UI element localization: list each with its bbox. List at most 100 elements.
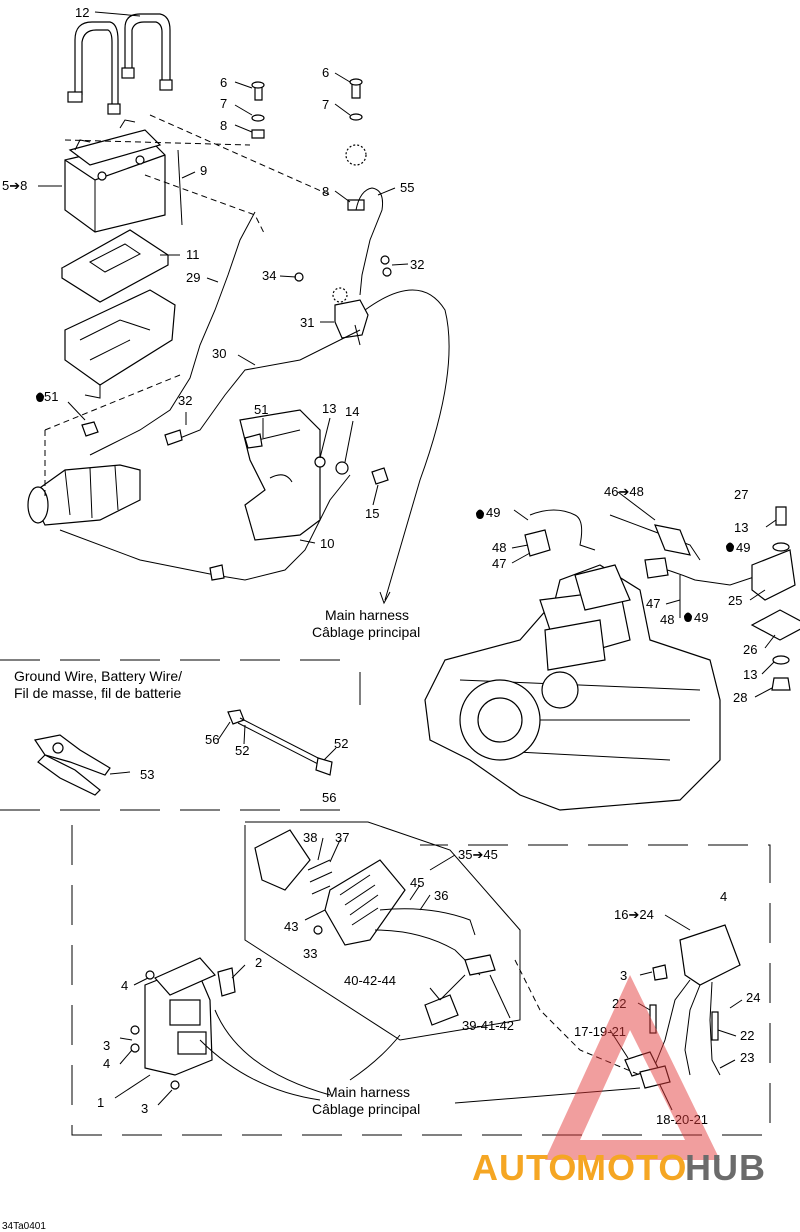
callout-13c: 13	[743, 667, 757, 682]
relay-solenoid	[332, 287, 369, 346]
ecm-module	[130, 957, 216, 1090]
callout-15: 15	[365, 506, 379, 521]
positive-cable	[355, 187, 383, 296]
oil-drop-icon	[476, 509, 484, 519]
callout-37: 37	[335, 830, 349, 845]
callout-49c: 49	[694, 610, 708, 625]
watermark-logo	[545, 975, 720, 1160]
callout-1: 1	[97, 1095, 104, 1110]
main-harness-label-top: Main harness	[325, 607, 409, 623]
callout-52: 52	[235, 743, 249, 758]
callout-23: 23	[740, 1050, 754, 1065]
callout-17-19-21: 17-19-21	[574, 1024, 626, 1039]
callout-27: 27	[734, 487, 748, 502]
callout-13: 13	[322, 401, 336, 416]
callout-10: 10	[320, 536, 334, 551]
starter-motor	[27, 464, 141, 526]
callout-22: 22	[612, 996, 626, 1011]
assembly-lines-2	[44, 374, 181, 500]
callout-7b: 7	[322, 97, 329, 112]
vent-tube	[177, 149, 183, 226]
callout-49b: 49	[736, 540, 750, 555]
callout-45: 45	[410, 875, 424, 890]
callout-3c: 3	[141, 1101, 148, 1116]
engine	[424, 564, 721, 811]
callout-11: 11	[186, 247, 200, 262]
callout-4b: 4	[121, 978, 128, 993]
bracket-2	[217, 967, 236, 997]
harness-run-1	[364, 289, 450, 601]
spark-plug-cables	[524, 509, 761, 586]
callout-32: 32	[410, 257, 424, 272]
callout-34: 34	[262, 268, 276, 283]
ground-bracket	[239, 409, 389, 541]
section-divider-top	[0, 659, 361, 811]
ground-cable-10	[59, 474, 351, 581]
ecm-frame	[71, 821, 771, 1136]
callout-52b: 52	[334, 736, 348, 751]
callout-7: 7	[220, 96, 227, 111]
ground-wire-title-fr: Fil de masse, fil de batterie	[14, 685, 182, 701]
callout-32b: 32	[178, 393, 192, 408]
callout-49: 49	[486, 505, 500, 520]
callout-46-48: 46➔48	[604, 484, 644, 499]
main-harness-label-top-fr: Câblage principal	[312, 624, 420, 640]
callout-6: 6	[220, 75, 227, 90]
callout-48: 48	[492, 540, 506, 555]
callout-14: 14	[345, 404, 359, 419]
harness-arrow-mid	[349, 1034, 401, 1081]
callout-56b: 56	[322, 790, 336, 805]
callout-31: 31	[300, 315, 314, 330]
callout-55: 55	[400, 180, 414, 195]
main-harness-label-bottom-fr: Câblage principal	[312, 1101, 420, 1117]
battery	[64, 119, 166, 233]
callout-40-42-44: 40-42-44	[344, 973, 396, 988]
ground-wire-56	[227, 709, 333, 776]
assembly-lines	[64, 114, 331, 236]
battery-support	[64, 289, 176, 399]
oil-drop-icon	[684, 612, 692, 622]
oil-drop-icon	[36, 392, 44, 402]
watermark-auto: AUTO	[472, 1147, 577, 1188]
callout-4: 4	[720, 889, 727, 904]
callout-4c: 4	[103, 1056, 110, 1071]
figure-reference: 34Ta0401	[2, 1221, 46, 1232]
callout-3b: 3	[103, 1038, 110, 1053]
ignition-coil	[750, 506, 800, 691]
crimping-tool	[34, 734, 111, 796]
callout-3: 3	[620, 968, 627, 983]
callout-leaders	[38, 11, 777, 1111]
wiring-harness-35	[374, 908, 496, 1026]
callout-53: 53	[140, 767, 154, 782]
watermark-hub: HUB	[685, 1147, 766, 1188]
bolt-screw-top-left	[251, 81, 265, 139]
callout-38: 38	[303, 830, 317, 845]
callout-48b: 48	[660, 612, 674, 627]
callout-47b: 47	[646, 596, 660, 611]
callout-51: 51	[44, 389, 58, 404]
callout-35-45: 35➔45	[458, 847, 498, 862]
watermark-moto: MOTO	[576, 1147, 687, 1188]
callout-56: 56	[205, 732, 219, 747]
callout-51b: 51	[254, 402, 268, 417]
callout-29: 29	[186, 270, 200, 285]
callout-18-20-21: 18-20-21	[656, 1112, 708, 1127]
callout-39-41-42: 39-41-42	[462, 1018, 514, 1033]
ground-wire-title-en: Ground Wire, Battery Wire/	[14, 668, 182, 684]
oil-drop-icon	[726, 542, 734, 552]
harness-arrow-left	[199, 1009, 331, 1101]
arrow-head-1	[379, 591, 391, 605]
main-harness-label-bottom: Main harness	[326, 1084, 410, 1100]
fuse-box	[254, 829, 406, 946]
battery-cable-29	[89, 211, 256, 456]
callout-9: 9	[200, 163, 207, 178]
callout-28: 28	[733, 690, 747, 705]
starter-cable-30	[174, 329, 361, 441]
callout-8: 8	[220, 118, 227, 133]
harness-arrow-right	[454, 1087, 641, 1104]
callout-6b: 6	[322, 65, 329, 80]
callout-26: 26	[743, 642, 757, 657]
callout-22b: 22	[740, 1028, 754, 1043]
callout-43: 43	[284, 919, 298, 934]
